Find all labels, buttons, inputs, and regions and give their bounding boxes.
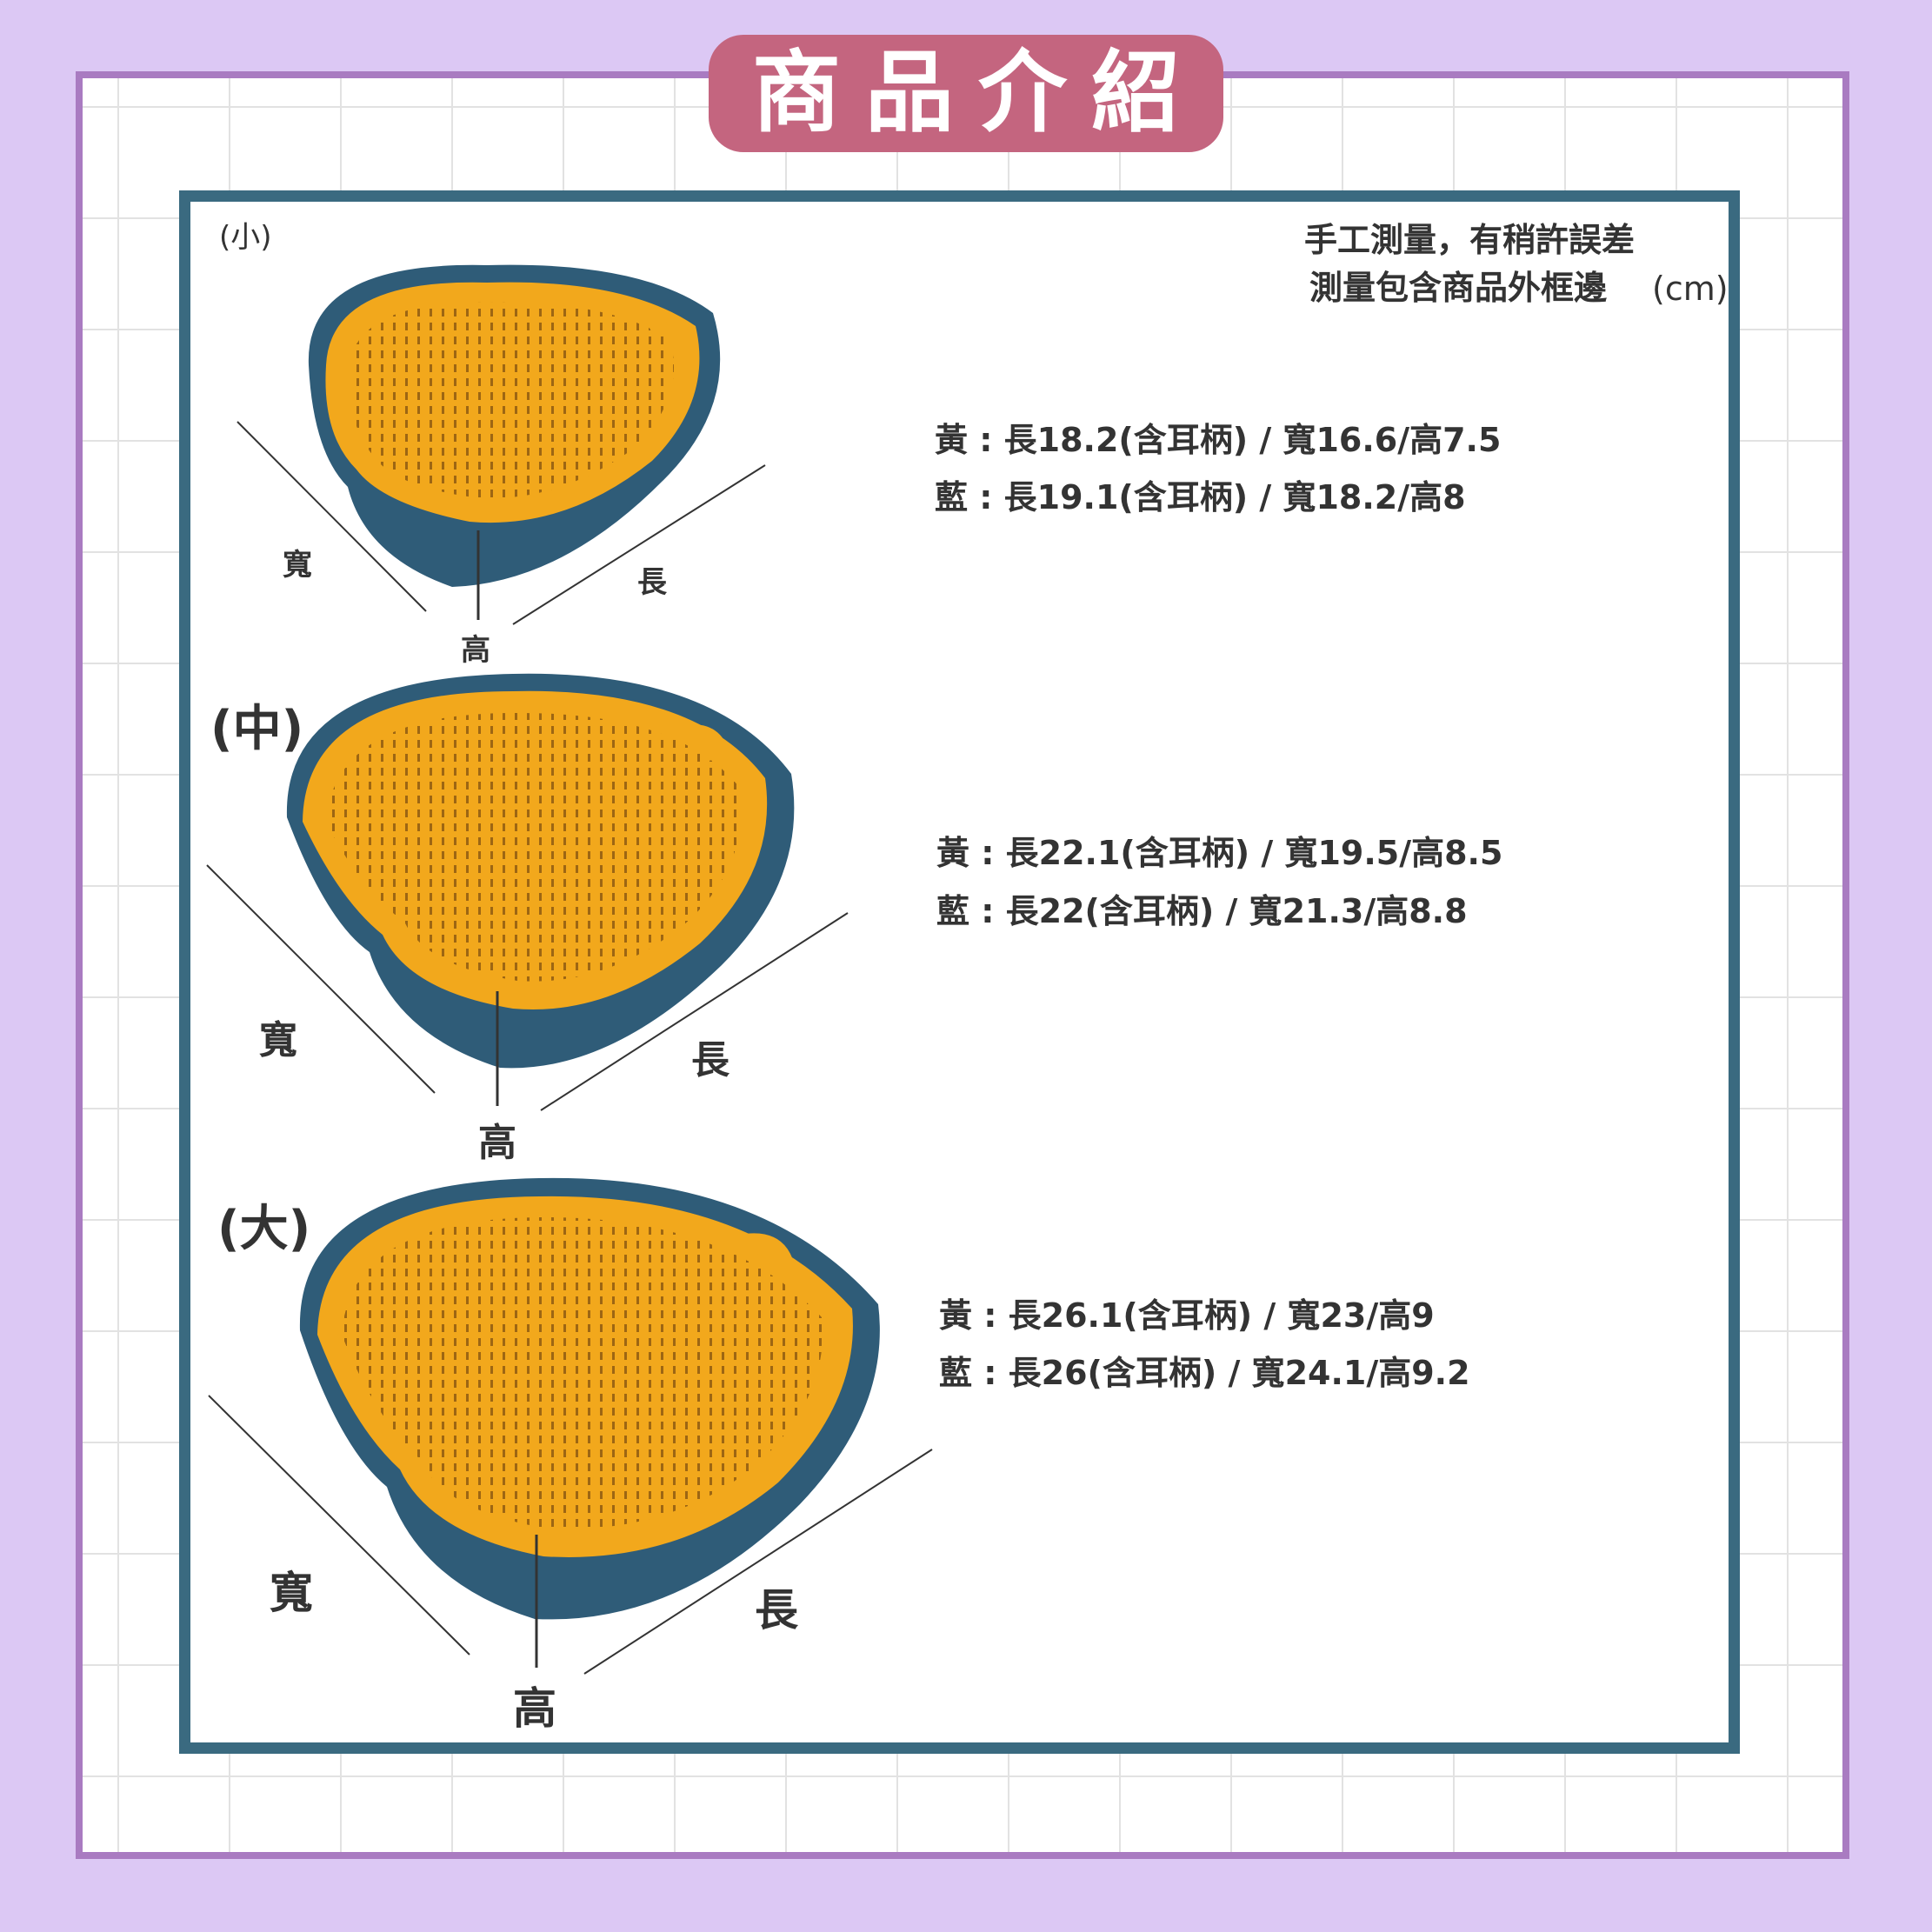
spec-large-yellow: 黃 : 長26.1(含耳柄) / 寬23/高9 — [939, 1296, 1435, 1335]
note-line-1: 手工測量，有稍許誤差 — [1304, 221, 1636, 259]
size-label-small: (小) — [219, 220, 272, 255]
spec-large-blue: 藍 : 長26(含耳柄) / 寬24.1/高9.2 — [939, 1354, 1470, 1392]
spec-medium-blue: 藍 : 長22(含耳柄) / 寬21.3/高8.8 — [936, 892, 1468, 930]
dim-height-medium: 高 — [478, 1121, 516, 1165]
dim-length-large: 長 — [755, 1585, 798, 1636]
large-bowl-image — [299, 1177, 880, 1620]
note-line-2: 測量包含商品外框邊 — [1309, 269, 1608, 307]
size-label-medium: (中) — [210, 701, 304, 757]
size-label-large: (大) — [217, 1201, 311, 1257]
dim-width-medium: 寬 — [259, 1018, 297, 1063]
spec-medium-yellow: 黃 : 長22.1(含耳柄) / 寬19.5/高8.5 — [936, 834, 1503, 872]
spec-small-blue: 藍 : 長19.1(含耳柄) / 寬18.2/高8 — [935, 478, 1466, 516]
unit-label: (cm) — [1652, 270, 1729, 308]
small-bowl-image — [308, 264, 721, 587]
dim-height-small: 高 — [461, 633, 490, 668]
medium-bowl-image — [286, 673, 795, 1069]
dim-height-large: 高 — [513, 1683, 556, 1734]
dim-length-medium: 長 — [691, 1038, 729, 1083]
spec-small-yellow: 黃 : 長18.2(含耳柄) / 寬16.6/高7.5 — [935, 421, 1502, 459]
page-title: 商品介紹 — [709, 35, 1223, 152]
dim-length-small: 長 — [637, 565, 667, 600]
dim-width-small: 寬 — [283, 548, 312, 583]
dim-width-large: 寬 — [270, 1568, 313, 1618]
